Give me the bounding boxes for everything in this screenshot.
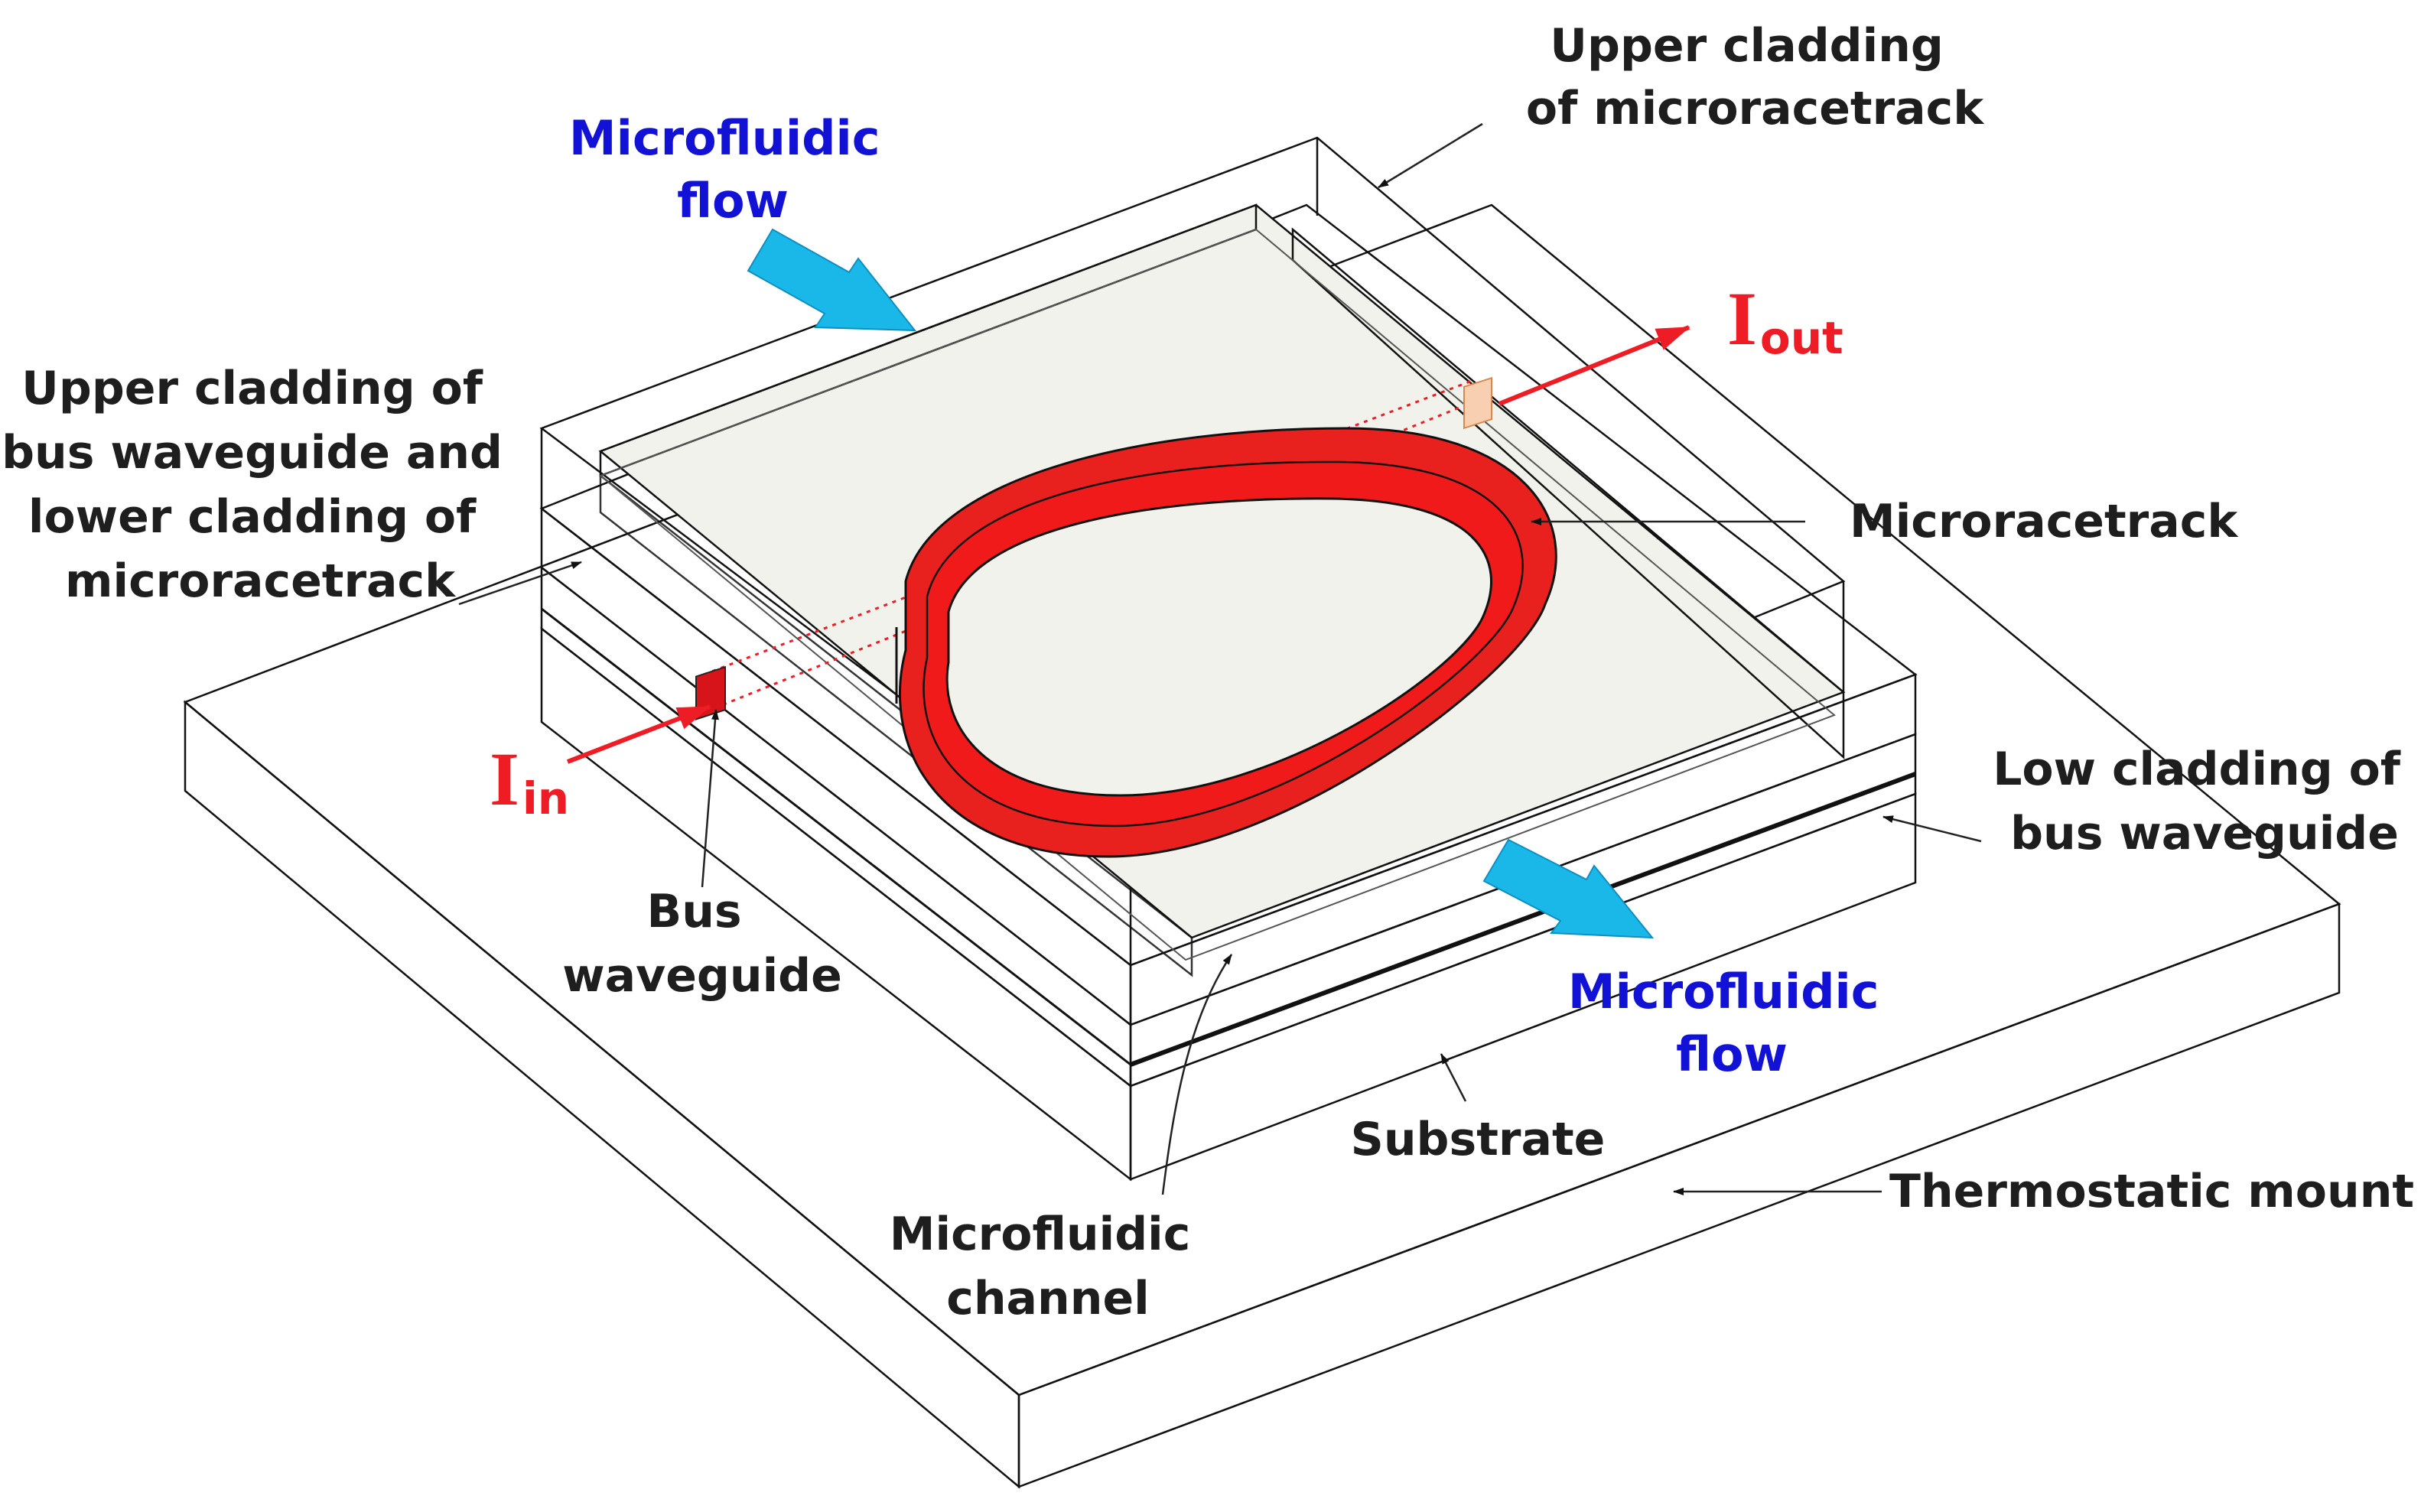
label-microfluidic-flow-bottom: Microfluidic flow [1568, 964, 1895, 1082]
pointer-microfluidic-channel [1161, 954, 1233, 1195]
pointer-low-cladding [1882, 815, 1982, 843]
pointer-upper-cladding-microracetrack [1378, 122, 1483, 189]
output-light-arrow [1498, 325, 1690, 406]
flow-arrow-top [747, 228, 917, 332]
pointer-substrate [1440, 1053, 1467, 1102]
label-microfluidic-flow-top: Microfluidic flow [569, 110, 896, 229]
label-microracetrack: Microracetrack [1850, 495, 2239, 548]
input-light-arrow [566, 704, 711, 764]
label-upper-cladding-microracetrack: Upper cladding of microracetrack [1526, 19, 1985, 135]
label-microfluidic-channel: Microfluidic channel [890, 1208, 1206, 1325]
label-i-in: Iin [490, 736, 569, 824]
flow-arrow-bottom [1482, 838, 1655, 939]
label-low-cladding: Low cladding of bus waveguide [1993, 743, 2416, 860]
label-i-out: Iout [1727, 276, 1843, 364]
label-bus-waveguide: Bus waveguide [562, 885, 842, 1003]
bus-waveguide-output-facet [1463, 376, 1492, 430]
pointer-bus-waveguide [701, 709, 719, 888]
label-thermostatic-mount: Thermostatic mount [1889, 1165, 2414, 1218]
label-substrate: Substrate [1351, 1113, 1606, 1166]
label-upper-cladding-bus: Upper cladding of bus waveguide and lowe… [2, 362, 519, 608]
microracetrack-ring [895, 427, 1557, 858]
pointer-upper-cladding-bus [458, 561, 582, 606]
